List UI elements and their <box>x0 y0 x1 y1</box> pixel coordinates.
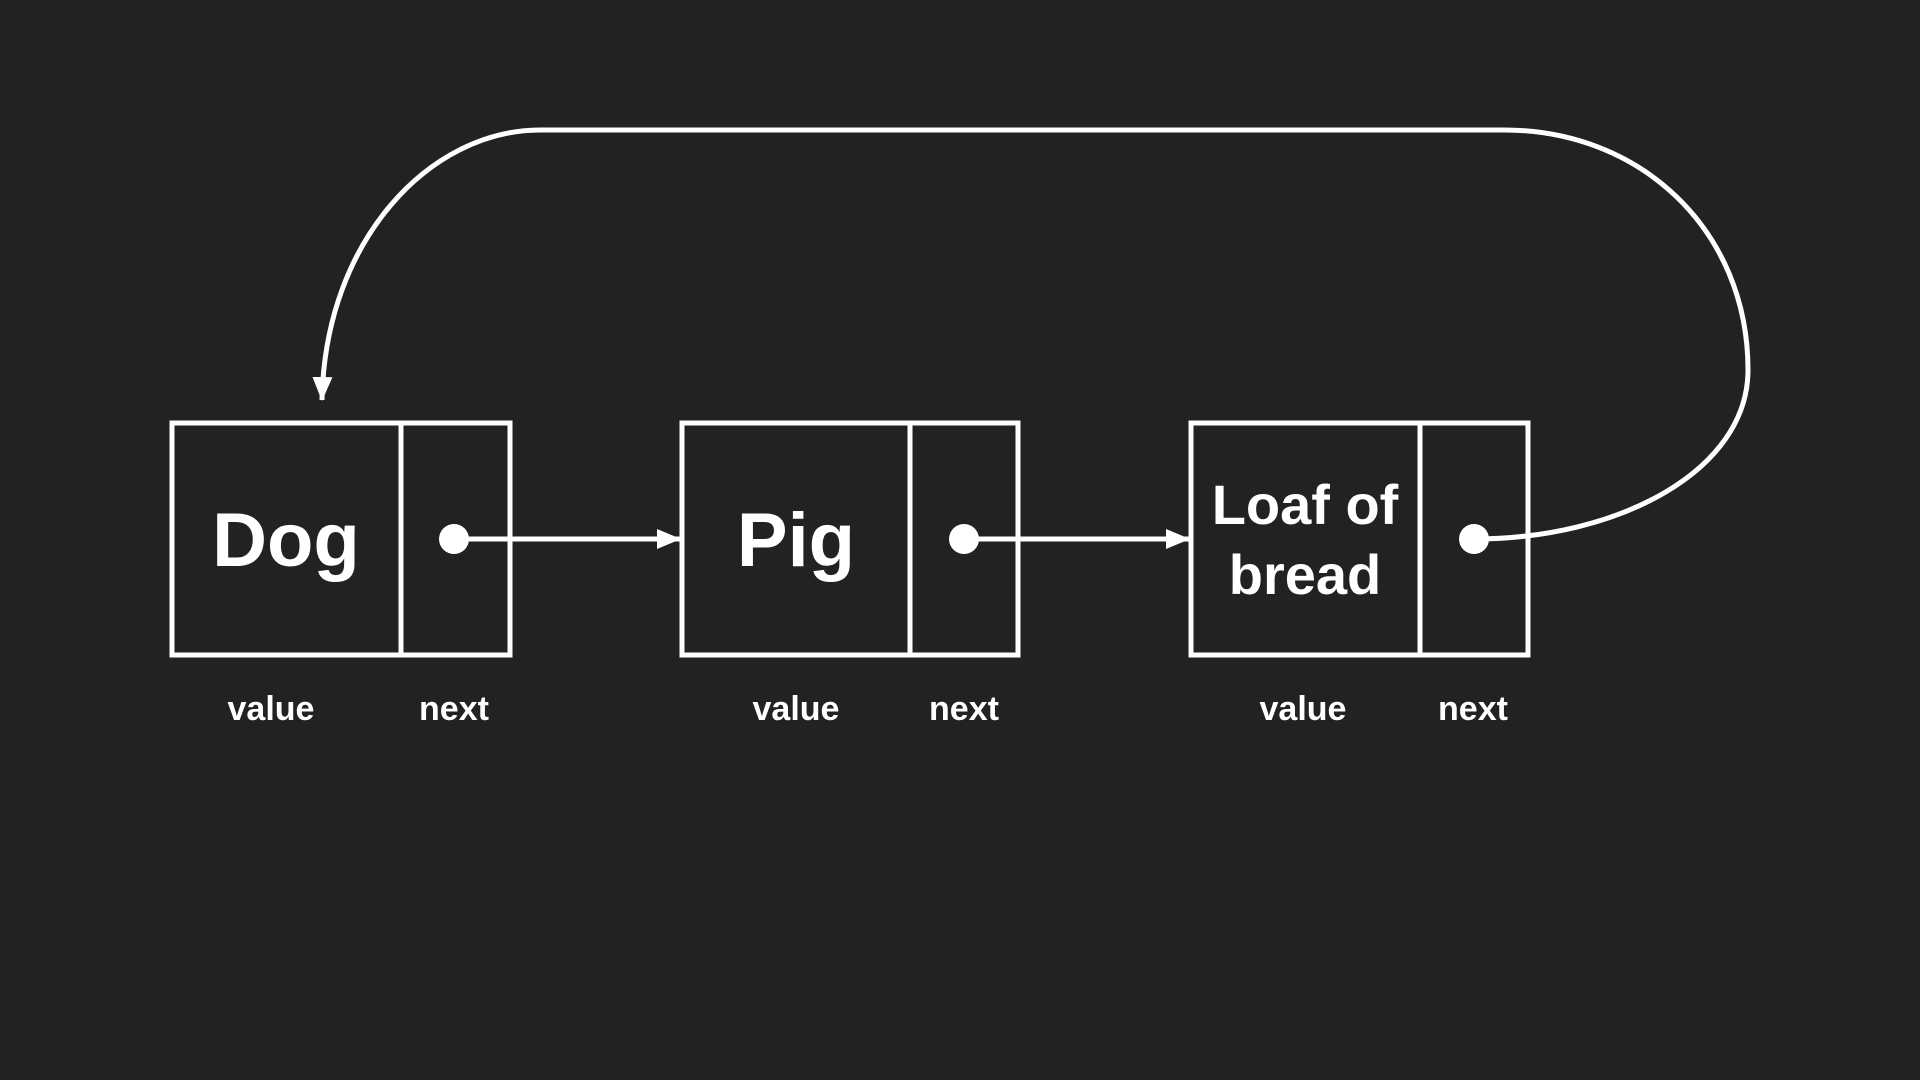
node-1-value-label: value <box>228 690 315 728</box>
node-2-value-label: value <box>753 690 840 728</box>
node-2-value: Pig <box>737 498 855 583</box>
node-2: Pig value next <box>679 420 1021 728</box>
node-1-next-label: next <box>419 690 489 728</box>
node-2-next-label: next <box>929 690 999 728</box>
node-1-value: Dog <box>212 498 360 583</box>
node-3-value-line-2: bread <box>1229 543 1382 606</box>
node-3-box <box>1188 420 1531 658</box>
node-3-value-line-1: Loaf of <box>1212 473 1399 536</box>
node-3-next-label: next <box>1438 690 1508 728</box>
loop-arrow-3-to-1 <box>312 127 1751 542</box>
node-3-value-label: value <box>1260 690 1347 728</box>
node-1: Dog value next <box>169 420 513 728</box>
node-3: Loaf of bread value next <box>1188 420 1531 728</box>
